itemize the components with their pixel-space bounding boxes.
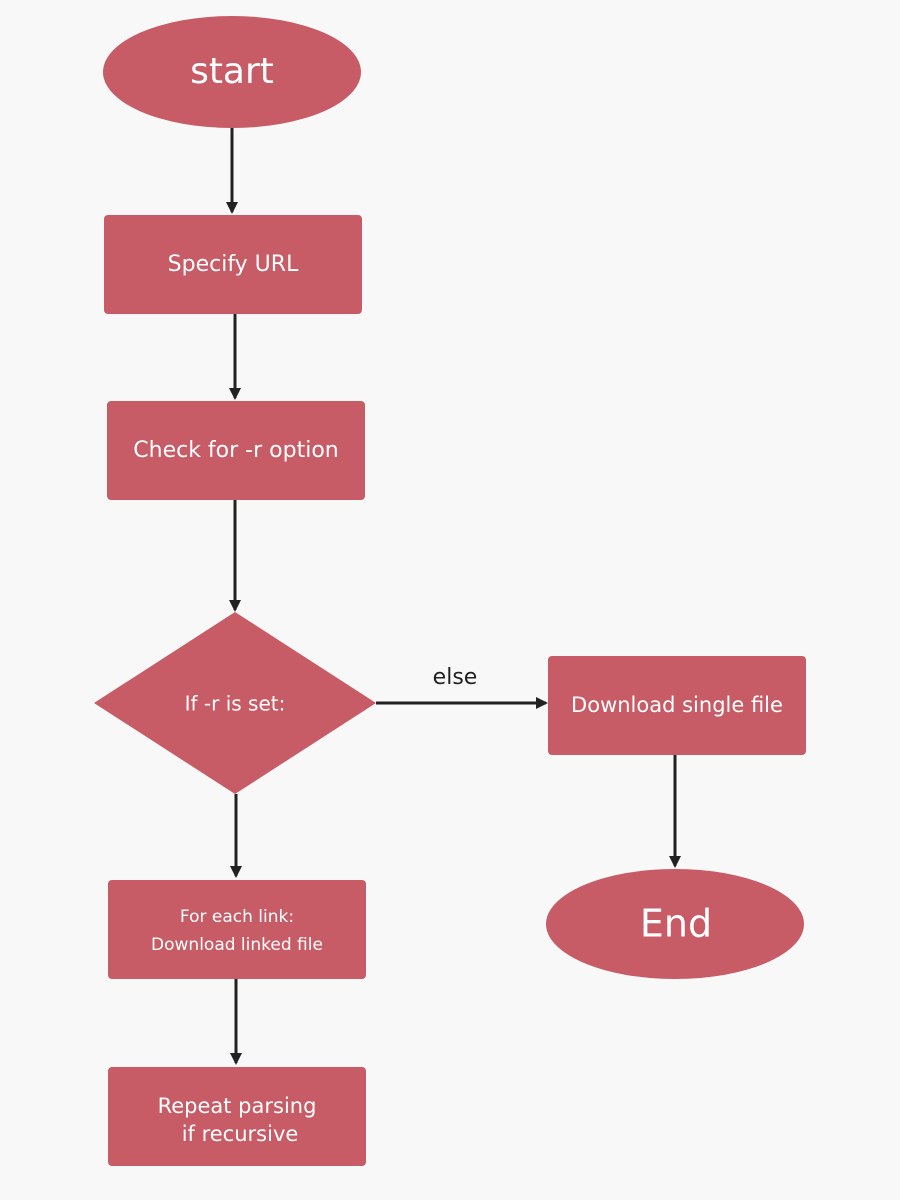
start-label: start <box>190 51 274 92</box>
start-node: start <box>103 16 361 128</box>
for-each-link-line2: Download linked file <box>151 935 323 955</box>
repeat-parsing-line1: Repeat parsing <box>158 1094 317 1118</box>
download-single-label: Download single file <box>571 693 783 717</box>
decision-node: If -r is set: <box>94 612 376 794</box>
else-label: else <box>433 665 478 690</box>
check-option-node: Check for -r option <box>107 401 365 500</box>
download-single-node: Download single file <box>548 656 806 755</box>
for-each-link-line1: For each link: <box>180 907 294 927</box>
check-option-label: Check for -r option <box>133 438 338 463</box>
repeat-parsing-node: Repeat parsing if recursive <box>108 1067 366 1166</box>
specify-url-node: Specify URL <box>104 215 362 314</box>
end-node: End <box>546 869 804 979</box>
end-label: End <box>640 902 712 946</box>
specify-url-label: Specify URL <box>168 252 299 277</box>
repeat-parsing-line2: if recursive <box>182 1122 299 1146</box>
for-each-link-node: For each link: Download linked file <box>108 880 366 979</box>
decision-label: If -r is set: <box>185 692 286 716</box>
